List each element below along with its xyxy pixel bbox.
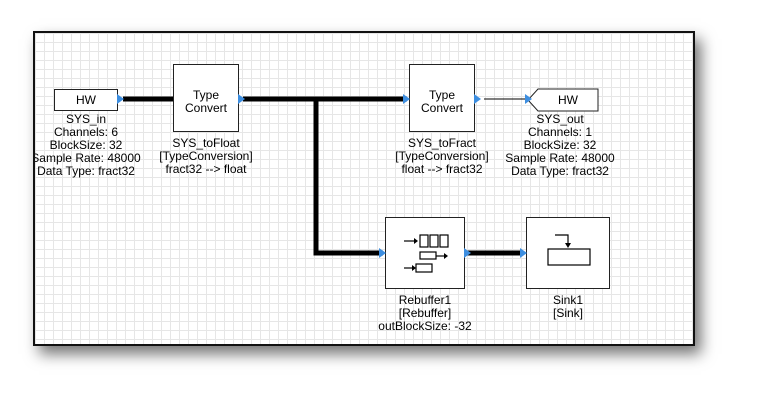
sys-in-name: SYS_in xyxy=(65,112,107,126)
to-fract-conversion: float --> fract32 xyxy=(401,162,483,176)
sink-input-port[interactable] xyxy=(520,248,527,258)
sys-in-sample-rate: Sample Rate: 48000 xyxy=(33,151,141,165)
sys-in-blocksize: BlockSize: 32 xyxy=(49,138,123,152)
rebuffer-output-port[interactable] xyxy=(464,248,471,258)
diagram-canvas[interactable]: HW SYS_in Channels: 6 BlockSize: 32 Samp… xyxy=(33,31,695,346)
sys-in-caption: SYS_in Channels: 6 BlockSize: 32 Sample … xyxy=(33,112,147,178)
wire-branch-rebuffer[interactable] xyxy=(313,99,383,256)
to-float-conversion: fract32 --> float xyxy=(165,162,247,176)
to-float-name: SYS_toFloat xyxy=(172,136,240,150)
to-float-output-port[interactable] xyxy=(238,94,245,104)
wires-layer xyxy=(123,96,527,256)
sys-out-input-port[interactable] xyxy=(525,94,532,104)
sys-in-pin[interactable]: HW xyxy=(54,89,118,111)
to-fract-input-port[interactable] xyxy=(403,94,410,104)
sys-out-sample-rate: Sample Rate: 48000 xyxy=(505,151,615,165)
to-float-title-line2: Convert xyxy=(184,101,228,115)
rebuffer-out-blocksize: outBlockSize: -32 xyxy=(378,319,472,333)
to-float-caption: SYS_toFloat [TypeConversion] fract32 -->… xyxy=(146,137,266,176)
to-fract-name: SYS_toFract xyxy=(407,136,477,150)
sys-in-pin-label: HW xyxy=(76,93,96,107)
to-float-type: [TypeConversion] xyxy=(159,149,253,163)
to-fract-type: [TypeConversion] xyxy=(395,149,489,163)
sys-out-blocksize: BlockSize: 32 xyxy=(523,138,597,152)
to-fract-title-line1: Type xyxy=(428,88,455,102)
sink-icon xyxy=(547,234,591,266)
sys-in-data-type: Data Type: fract32 xyxy=(37,164,135,178)
rebuffer-type: [Rebuffer] xyxy=(398,306,452,320)
sys-out-channels: Channels: 1 xyxy=(527,125,593,139)
to-float-block[interactable]: Type Convert xyxy=(173,64,239,132)
rebuffer-name: Rebuffer1 xyxy=(398,293,452,307)
sys-in-channels: Channels: 6 xyxy=(53,125,119,139)
to-fract-output-port[interactable] xyxy=(474,94,481,104)
sink-block[interactable] xyxy=(526,217,610,289)
sink-caption: Sink1 [Sink] xyxy=(508,294,628,320)
rebuffer-icon xyxy=(404,234,449,273)
sys-out-caption: SYS_out Channels: 1 BlockSize: 32 Sample… xyxy=(497,113,623,178)
sink-type: [Sink] xyxy=(552,306,583,320)
sys-out-name: SYS_out xyxy=(536,112,584,126)
rebuffer-block[interactable] xyxy=(385,217,465,289)
sink-name: Sink1 xyxy=(552,293,584,307)
to-float-title-line1: Type xyxy=(192,88,219,102)
sys-out-pin-label: HW xyxy=(558,93,578,107)
sys-in-output-port[interactable] xyxy=(117,94,124,104)
to-fract-block[interactable]: Type Convert xyxy=(409,64,475,132)
sys-out-data-type: Data Type: fract32 xyxy=(511,164,609,178)
to-fract-caption: SYS_toFract [TypeConversion] float --> f… xyxy=(382,137,502,176)
rebuffer-caption: Rebuffer1 [Rebuffer] outBlockSize: -32 xyxy=(365,294,485,333)
to-fract-title-line2: Convert xyxy=(420,101,464,115)
rebuffer-input-port[interactable] xyxy=(379,248,386,258)
